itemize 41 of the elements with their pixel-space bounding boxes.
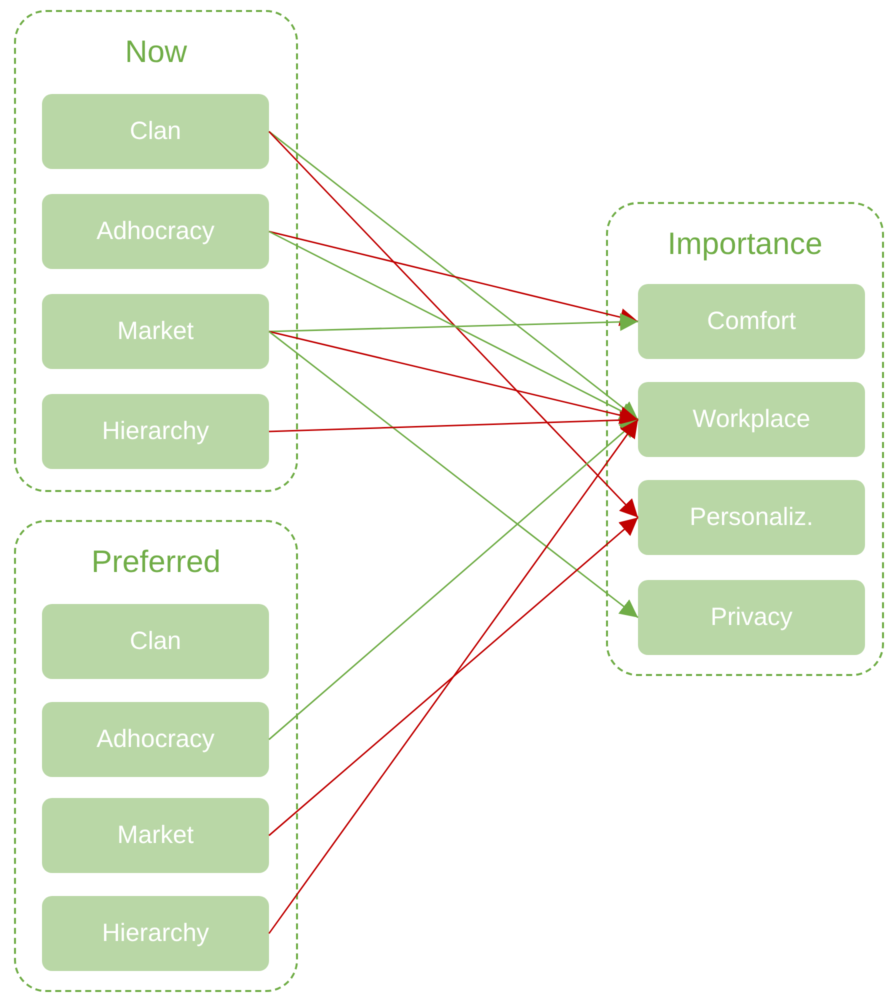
category-label: Privacy: [710, 603, 792, 632]
category-label: Adhocracy: [96, 217, 215, 246]
category-box: [42, 394, 269, 469]
arrow: [268, 313, 638, 332]
group-frame: [606, 202, 884, 676]
category-box: [42, 194, 269, 269]
category-label: Market: [117, 317, 194, 346]
category-label: Adhocracy: [96, 725, 215, 754]
category-box: [638, 284, 865, 359]
arrow: [268, 230, 638, 420]
category-label: Hierarchy: [102, 417, 209, 446]
category-label: Comfort: [707, 307, 796, 336]
category-label: Clan: [130, 117, 182, 146]
arrow: [268, 230, 638, 326]
category-box: [638, 480, 865, 555]
arrow: [268, 330, 638, 424]
category-label: Market: [117, 821, 194, 850]
category-label: Personaliz.: [690, 503, 814, 532]
arrow: [268, 330, 638, 618]
category-box: [638, 382, 865, 457]
category-box: [42, 798, 269, 873]
category-label: Hierarchy: [102, 919, 209, 948]
arrow: [268, 516, 638, 836]
category-box: [42, 702, 269, 777]
category-box: [42, 294, 269, 369]
category-box: [42, 604, 269, 679]
category-box: [42, 896, 269, 971]
category-label: Clan: [130, 627, 182, 656]
arrow: [268, 130, 638, 420]
group-frame: [14, 10, 298, 492]
group-title: Importance: [667, 226, 823, 262]
category-box: [638, 580, 865, 655]
category-box: [42, 94, 269, 169]
category-label: Workplace: [692, 405, 810, 434]
group-title: Now: [124, 34, 187, 70]
arrow: [268, 411, 638, 432]
group-title: Preferred: [91, 544, 221, 580]
group-frame: [14, 520, 298, 992]
arrow: [268, 419, 639, 934]
arrow: [268, 130, 639, 518]
arrow: [268, 418, 638, 740]
